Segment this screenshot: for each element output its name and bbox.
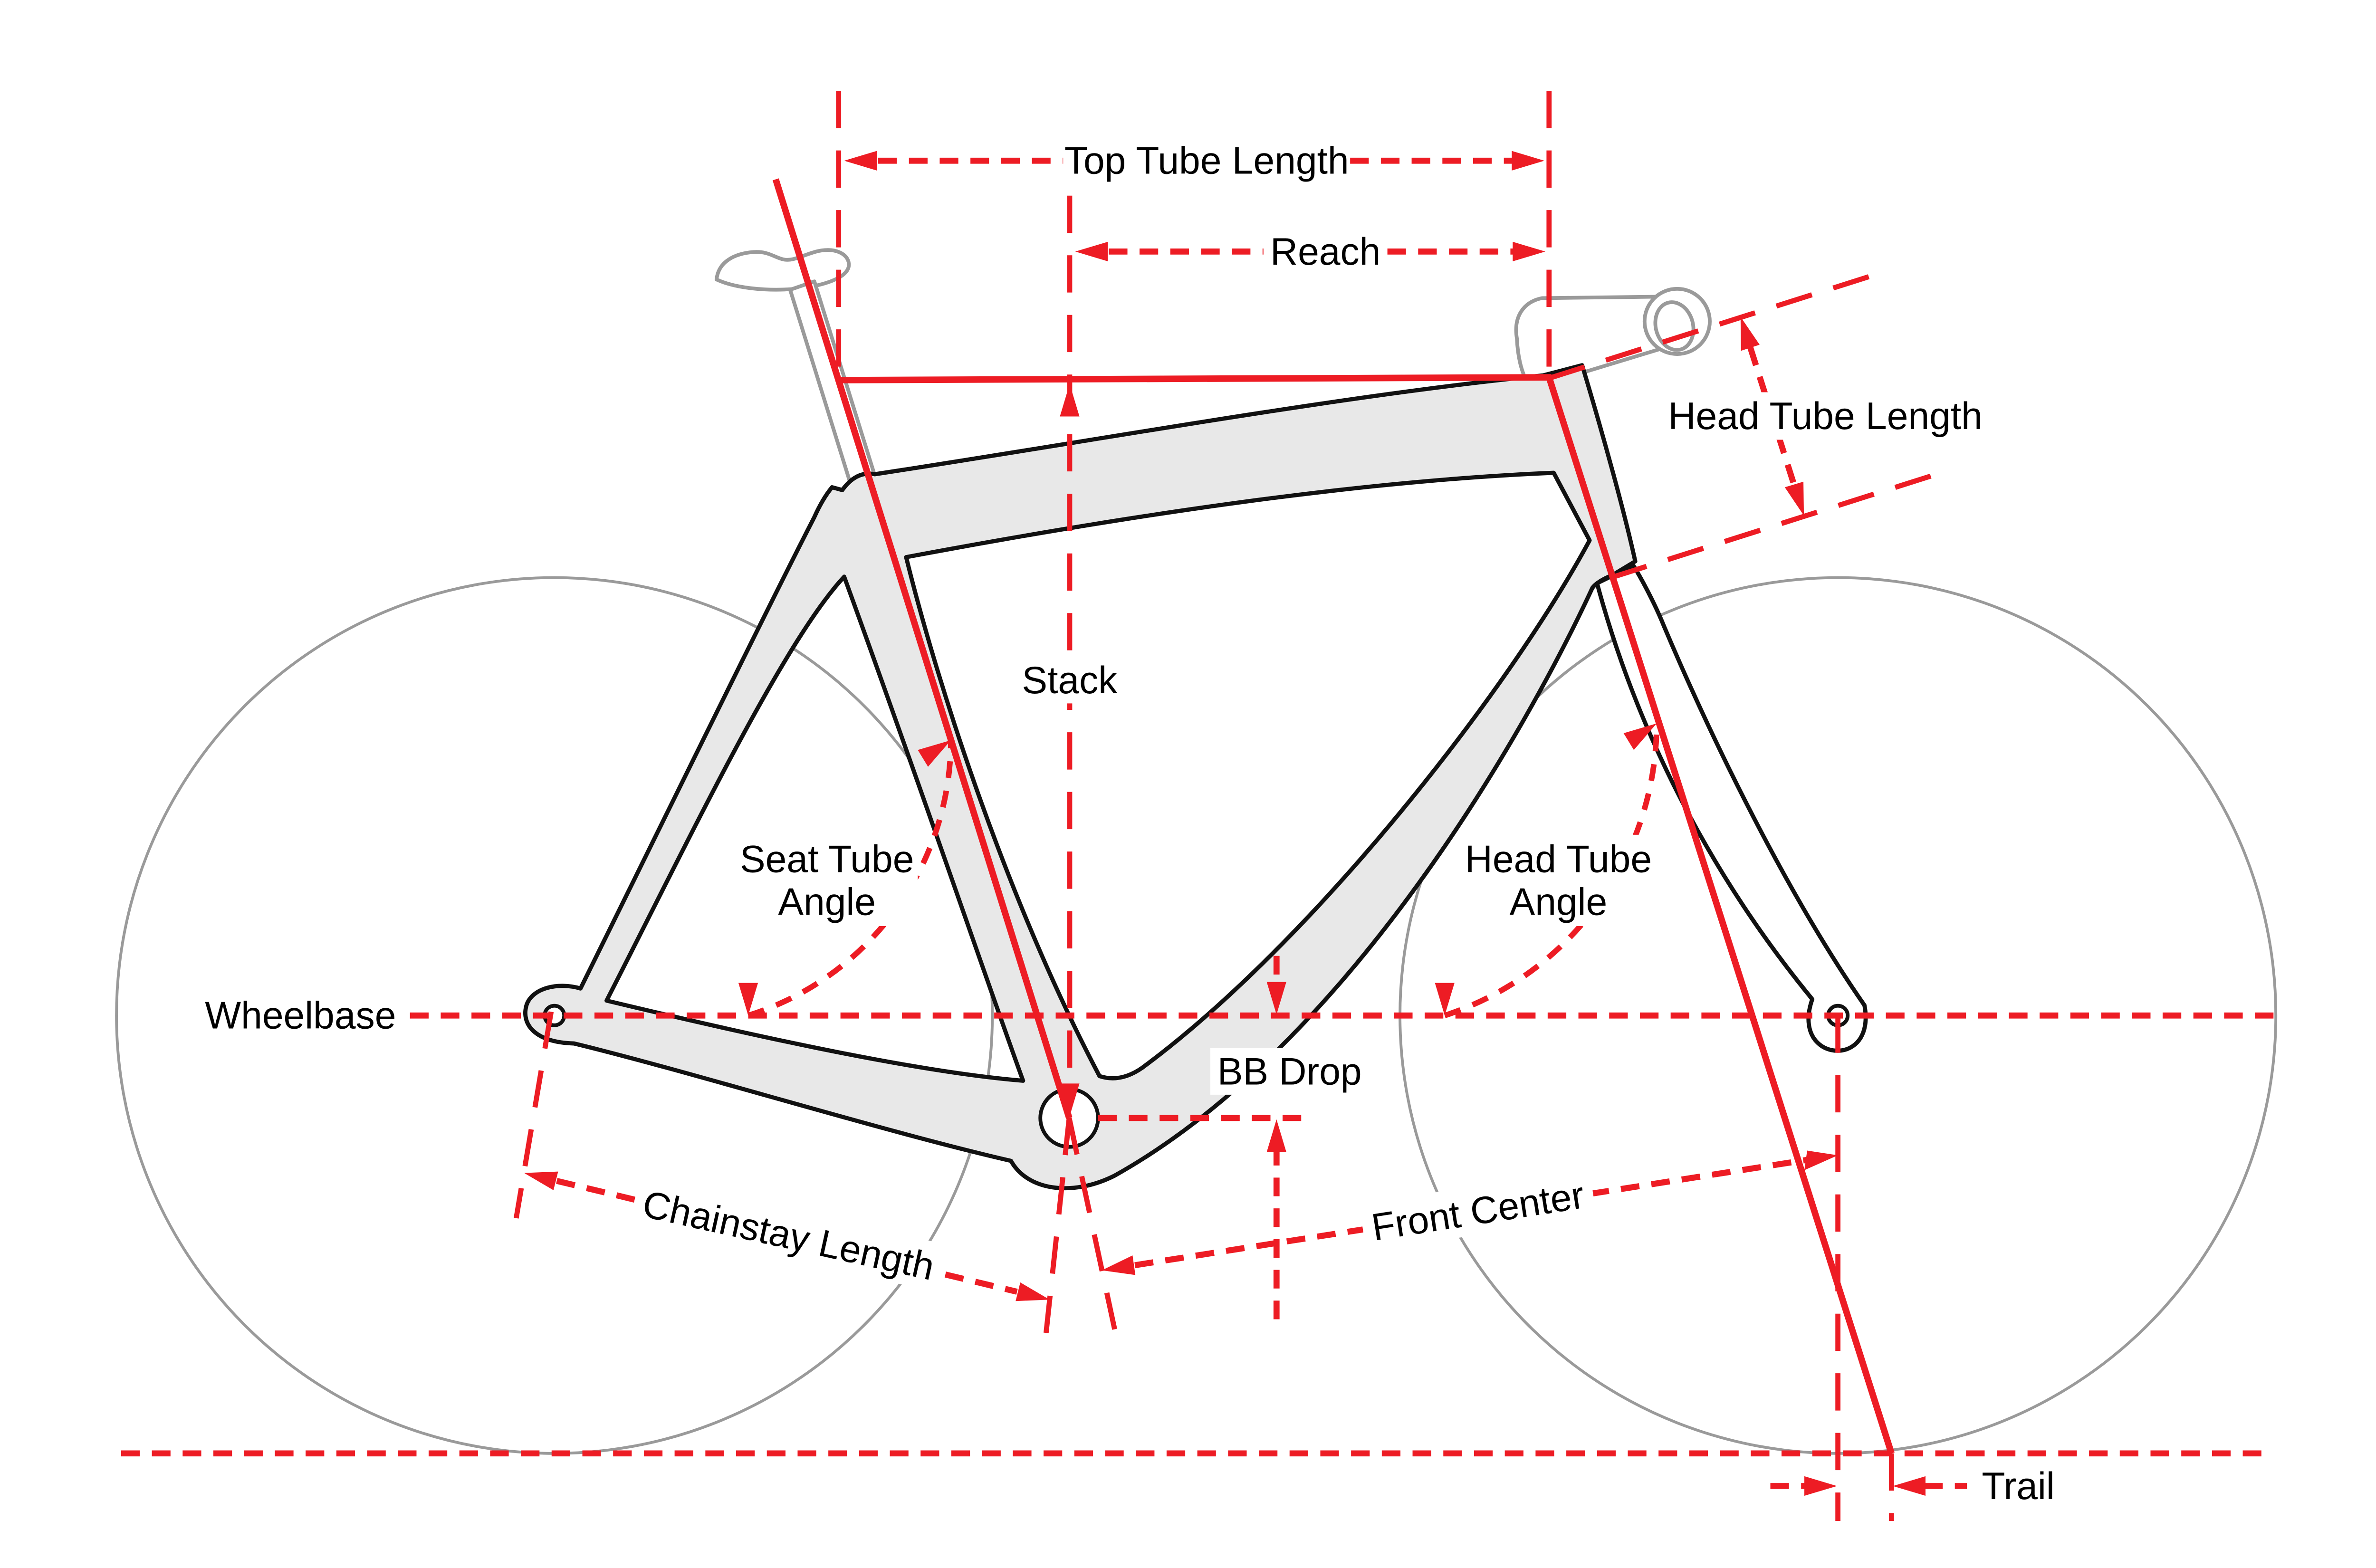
dim-chainstay-length bbox=[524, 1171, 1050, 1301]
bb-extension-left bbox=[1043, 1118, 1072, 1335]
arrowhead bbox=[1893, 1476, 1926, 1496]
dim-top-tube-length bbox=[844, 151, 1544, 171]
seat-tube-angle-label-line1: Seat Tube bbox=[740, 838, 914, 880]
arrowhead bbox=[1804, 1476, 1837, 1496]
arrowhead bbox=[1075, 241, 1108, 261]
head-tube-bottom-extension bbox=[1610, 468, 1949, 580]
arrowhead bbox=[1512, 151, 1544, 171]
arrowhead bbox=[524, 1171, 558, 1190]
effective-top-tube-line bbox=[837, 374, 1552, 383]
head-tube-angle-label-line1: Head Tube bbox=[1465, 838, 1652, 880]
arrowhead bbox=[1740, 316, 1760, 351]
steering-axis-line bbox=[1546, 376, 1895, 1454]
trail-label: Trail bbox=[1982, 1465, 2054, 1508]
dim-stack bbox=[1060, 383, 1080, 1117]
dim-trail bbox=[1770, 1476, 1967, 1496]
arrowhead bbox=[918, 740, 951, 767]
arrowhead bbox=[738, 983, 758, 1016]
arrowhead bbox=[1060, 1083, 1080, 1117]
head-tube-angle-label-line2: Angle bbox=[1510, 880, 1608, 923]
front-center-label: Front Center bbox=[1369, 1174, 1587, 1249]
label-seat-tube-angle: Seat Tube Angle bbox=[737, 834, 918, 927]
reach-label: Reach bbox=[1270, 230, 1380, 273]
label-bb-drop: BB Drop bbox=[1210, 1048, 1369, 1095]
seat-tube-axis-line bbox=[772, 178, 1073, 1119]
head-tube-length-label: Head Tube Length bbox=[1668, 395, 1982, 438]
bb-drop-label: BB Drop bbox=[1217, 1050, 1362, 1093]
arrowhead bbox=[1102, 1255, 1136, 1275]
seat-tube-angle-label-line2: Angle bbox=[778, 880, 876, 923]
fork-blade bbox=[1595, 563, 1868, 1053]
arrowhead bbox=[1266, 982, 1286, 1015]
label-stack: Stack bbox=[1015, 655, 1126, 704]
saddle bbox=[714, 248, 851, 292]
bb-extension-right bbox=[1066, 1117, 1119, 1335]
label-top-tube-length: Top Tube Length bbox=[1064, 136, 1350, 185]
arrowhead bbox=[1623, 723, 1657, 750]
label-head-tube-angle: Head Tube Angle bbox=[1465, 834, 1652, 927]
label-wheelbase: Wheelbase bbox=[205, 990, 396, 1040]
stack-label: Stack bbox=[1022, 659, 1118, 702]
dim-bb-drop bbox=[1098, 956, 1309, 1328]
label-reach: Reach bbox=[1266, 227, 1386, 275]
label-chainstay-length: Chainstay Length bbox=[634, 1177, 943, 1291]
arrowhead bbox=[1266, 1119, 1286, 1152]
arrowhead bbox=[1784, 481, 1804, 516]
rear-axle-extension bbox=[513, 1011, 554, 1219]
dim-reach bbox=[1075, 241, 1545, 261]
arrowhead bbox=[1513, 241, 1545, 261]
frame bbox=[523, 363, 1638, 1191]
label-front-center: Front Center bbox=[1359, 1168, 1597, 1252]
arrowhead bbox=[1435, 983, 1455, 1016]
label-head-tube-length: Head Tube Length bbox=[1668, 392, 1983, 440]
arrowhead bbox=[1804, 1150, 1838, 1170]
arrowhead bbox=[844, 151, 877, 171]
wheelbase-label: Wheelbase bbox=[205, 994, 396, 1037]
arrowhead bbox=[1016, 1282, 1050, 1301]
arrowhead bbox=[1060, 383, 1080, 417]
label-trail: Trail bbox=[1970, 1462, 2067, 1509]
top-tube-length-label: Top Tube Length bbox=[1064, 140, 1349, 182]
